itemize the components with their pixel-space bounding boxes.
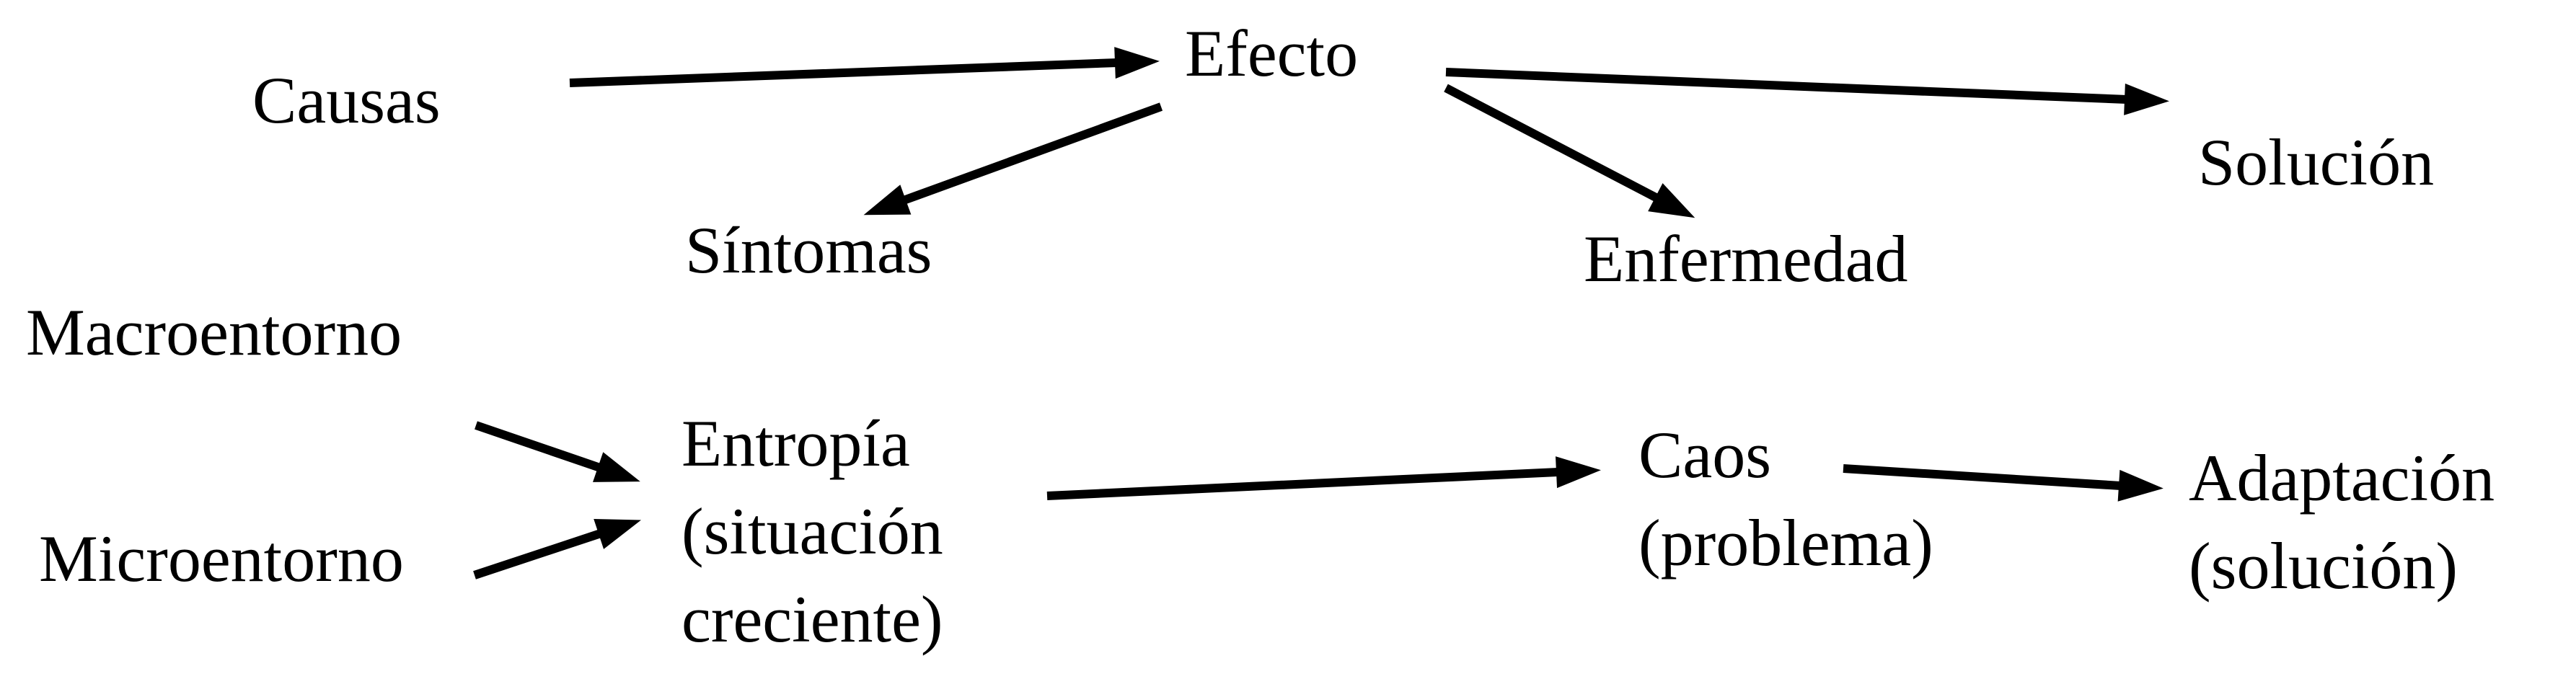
node-caos-line-2: (problema) [1638,506,1933,579]
arrow-efecto-to-solucion [1445,68,2169,115]
node-adaptacion: Adaptación (solución) [2189,434,2495,610]
arrow-macroentorno-to-entropia [475,421,640,482]
arrow-efecto-to-enfermedad [1444,84,1695,218]
arrow-causas-to-efecto [569,47,1160,87]
node-entropia: Entropía (situación creciente) [682,399,943,663]
node-caos-line-1: Caos [1638,418,1771,492]
node-solucion: Solución [2198,125,2435,199]
arrow-efecto-to-sintomas [863,102,1163,216]
arrow-microentorno-to-entropia [473,519,642,579]
node-adaptacion-line-1: Adaptación [2189,441,2495,515]
node-efecto: Efecto [1185,17,1359,90]
node-enfermedad: Enfermedad [1584,222,1908,296]
node-entropia-line-3: creciente) [682,582,943,656]
node-entropia-line-1: Entropía [682,407,910,480]
node-microentorno: Microentorno [39,522,404,595]
node-sintomas: Síntomas [685,213,932,287]
node-adaptacion-line-2: (solución) [2189,529,2458,603]
arrow-entropia-to-caos [1046,456,1601,500]
node-macroentorno: Macroentorno [26,296,402,369]
arrow-caos-to-adaptacion [1843,464,2163,502]
node-causas: Causas [252,63,441,137]
node-caos: Caos (problema) [1638,411,1933,587]
node-entropia-line-2: (situación [682,494,943,568]
